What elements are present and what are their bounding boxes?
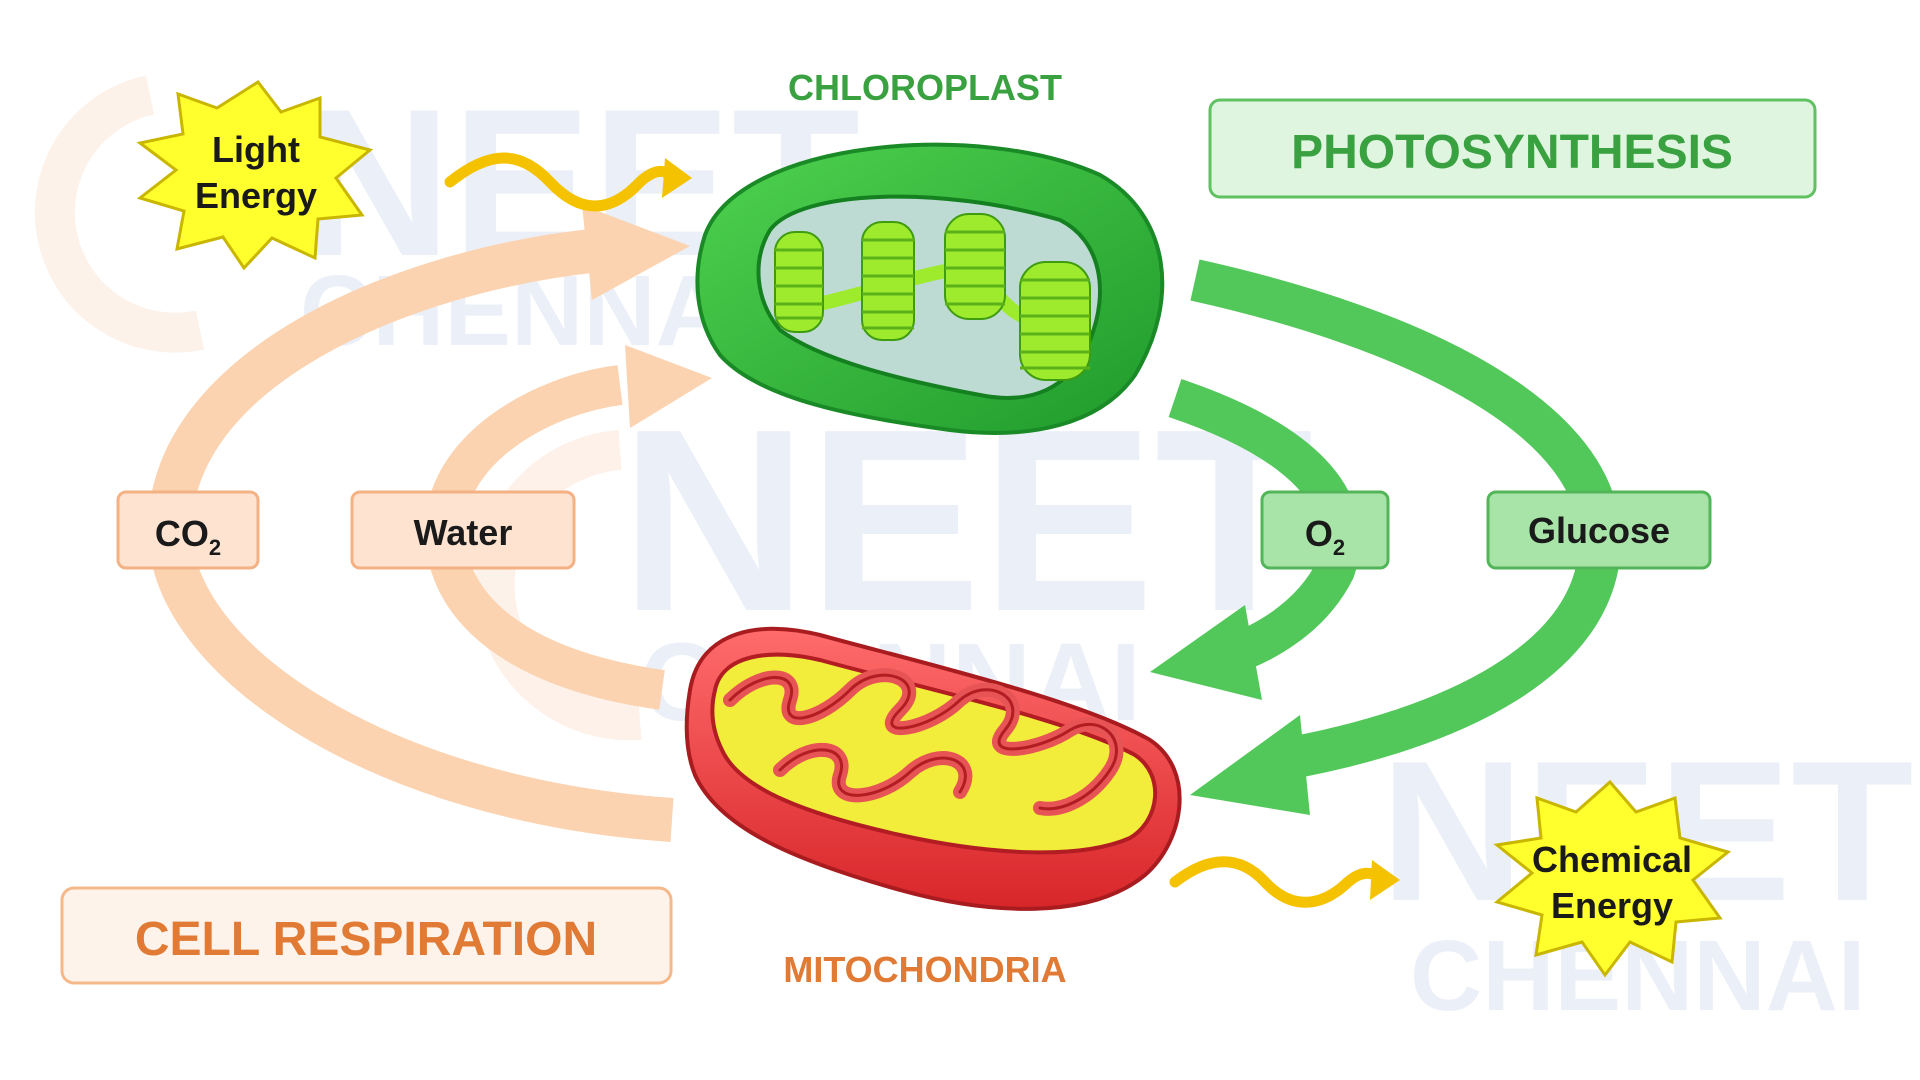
cell-respiration-label: CELL RESPIRATION xyxy=(60,886,673,985)
chloroplast-title: CHLOROPLAST xyxy=(788,67,1062,108)
glucose-label-text: Glucose xyxy=(1528,510,1670,551)
watermark-logo-top xyxy=(34,75,205,353)
light-energy-star: Light Energy xyxy=(136,79,374,271)
photosynthesis-label: PHOTOSYNTHESIS xyxy=(1208,98,1817,199)
water-label: Water xyxy=(350,490,576,570)
cell-respiration-label-text: CELL RESPIRATION xyxy=(135,913,597,966)
water-arrowhead xyxy=(625,345,712,428)
granum-1 xyxy=(774,231,824,333)
o2-label: O2 xyxy=(1260,490,1390,570)
o2-label-base: O xyxy=(1305,513,1333,554)
chemical-energy-label-line1: Chemical xyxy=(1532,839,1692,880)
light-energy-wave xyxy=(444,152,692,212)
light-energy-label-line1: Light xyxy=(212,129,300,170)
mitochondria xyxy=(684,626,1182,911)
chemical-energy-label-line2: Energy xyxy=(1551,885,1673,926)
chloroplast xyxy=(695,142,1165,435)
mitochondria-title: MITOCHONDRIA xyxy=(783,949,1066,990)
co2-label-base: CO xyxy=(155,513,209,554)
cristae-outline xyxy=(728,673,1118,811)
chemical-energy-wave xyxy=(1169,856,1400,908)
water-label-text: Water xyxy=(414,512,513,553)
co2-label-subscript: 2 xyxy=(209,535,221,560)
chemical-energy-star: Chemical Energy xyxy=(1493,779,1732,978)
co2-arrowhead xyxy=(582,205,690,300)
o2-arrowhead xyxy=(1150,605,1262,700)
photosynthesis-label-text: PHOTOSYNTHESIS xyxy=(1291,126,1733,179)
glucose-arrowhead xyxy=(1190,715,1310,815)
glucose-label: Glucose xyxy=(1486,490,1712,570)
co2-label: CO2 xyxy=(116,490,260,570)
svg-text:CO2: CO2 xyxy=(155,513,221,560)
light-energy-label-line2: Energy xyxy=(195,175,317,216)
thylakoid-stacks xyxy=(774,213,1091,381)
watermark-logo-mid xyxy=(474,430,642,741)
svg-text:O2: O2 xyxy=(1305,513,1345,560)
o2-label-subscript: 2 xyxy=(1333,535,1345,560)
